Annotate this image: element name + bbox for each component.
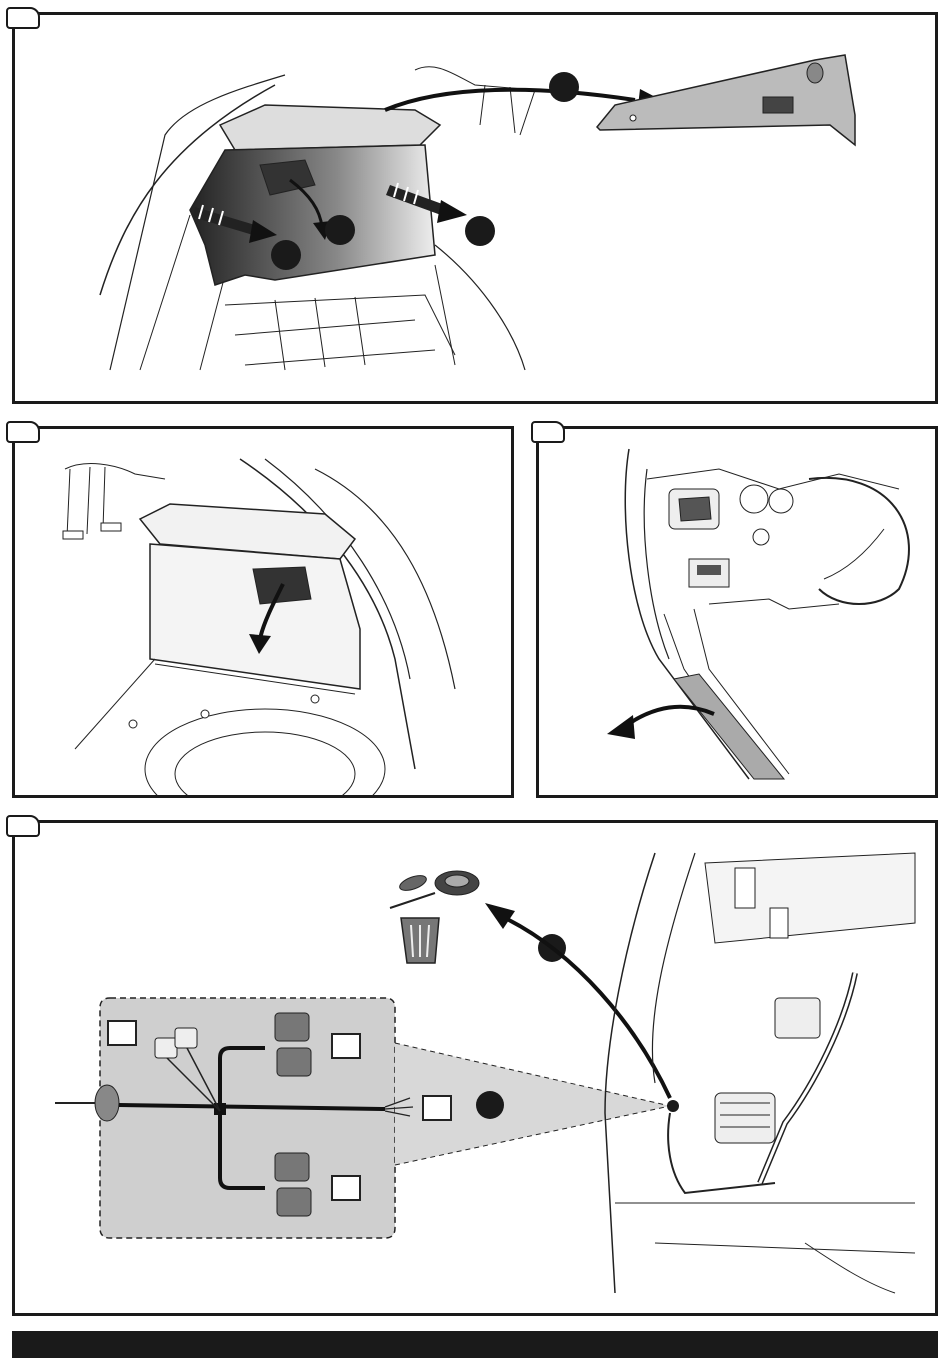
callout-dot-5 <box>476 1091 504 1119</box>
callout-box-4 <box>331 1175 361 1201</box>
illustration-side-panel-removal <box>15 15 938 404</box>
trash-bin-icon <box>390 873 439 963</box>
illustration-trunk-trim-fold <box>15 429 514 798</box>
step-tab-3 <box>531 421 565 443</box>
panel-step-2 <box>12 426 514 798</box>
callout-dot-4 <box>465 216 495 246</box>
grommet-icon <box>435 871 479 895</box>
callout-dot-2 <box>325 215 355 245</box>
callout-box-2 <box>331 1033 361 1059</box>
callout-box-3 <box>422 1095 452 1121</box>
step-tab-2 <box>6 421 40 443</box>
panel-step-4 <box>12 820 938 1316</box>
footer-bar <box>12 1331 938 1358</box>
callout-dot-1 <box>549 72 579 102</box>
illustration-harness-routing <box>15 823 938 1316</box>
panel-step-3 <box>536 426 938 798</box>
callout-box-1 <box>107 1020 137 1046</box>
step-tab-1 <box>6 7 40 29</box>
step-tab-4 <box>6 815 40 837</box>
callout-dot-3 <box>271 240 301 270</box>
illustration-sill-trim-removal <box>539 429 938 798</box>
panel-step-1 <box>12 12 938 404</box>
